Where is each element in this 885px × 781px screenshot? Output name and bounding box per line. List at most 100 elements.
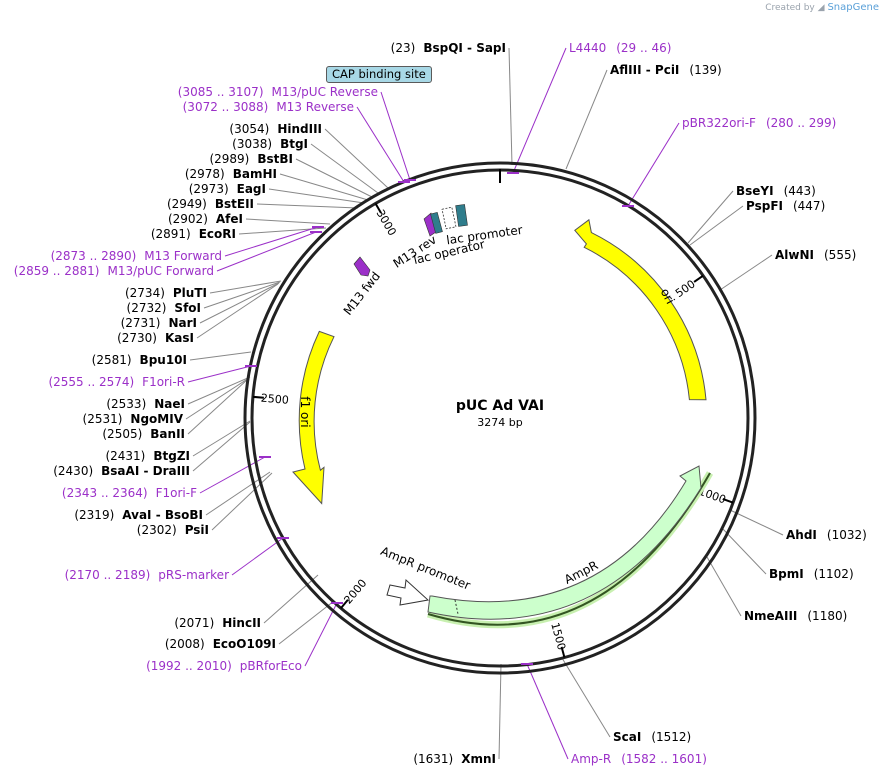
lac-promoter-feature[interactable] — [455, 204, 468, 227]
site-label-left-28: (2071)HincII — [174, 616, 261, 630]
site-label-left-21: (2505)BanII — [102, 427, 185, 441]
site-label-left-30: (1992 .. 2010)pBRforEco — [146, 659, 302, 673]
tick-label-3000: 3000 — [373, 207, 398, 238]
leader-left-0 — [508, 47, 513, 166]
site-position: (447) — [793, 199, 825, 213]
site-name: HindIII — [277, 122, 322, 136]
site-name: NgoMIV — [130, 412, 183, 426]
lac-operator-feature[interactable] — [441, 206, 457, 230]
leader-right-0 — [512, 47, 567, 174]
site-name: BtgZI — [153, 449, 190, 463]
m13-fwd-label: M13 fwd — [341, 269, 383, 318]
site-position: (3085 .. 3107) — [178, 85, 264, 99]
site-position: (2533) — [106, 397, 146, 411]
site-label-right-3: BseYI(443) — [736, 184, 816, 198]
leader-left-28 — [263, 574, 319, 624]
tick-500 — [693, 274, 704, 283]
site-position: (1032) — [827, 528, 867, 542]
snapgene-brand: Created by ◢ SnapGene — [765, 2, 879, 13]
site-label-right-7: BpmI (1102) — [769, 567, 854, 581]
site-label-left-17: (2581) Bpu10I — [92, 353, 187, 367]
site-label-left-14: (2732)SfoI — [127, 301, 201, 315]
site-label-left-27: (2170 .. 2189)pRS-marker — [65, 568, 229, 582]
leader-lines — [185, 47, 784, 760]
cap-binding-site-label[interactable]: CAP binding site — [326, 66, 432, 83]
site-labels: (23)BspQI - SapI(3085 .. 3107)M13/pUC Re… — [14, 41, 867, 766]
site-position: (280 .. 299) — [766, 116, 836, 130]
site-position: (2581) — [92, 353, 132, 367]
ori-feature[interactable] — [574, 218, 707, 401]
site-name: XmnI — [461, 752, 496, 766]
site-position: (2302) — [137, 523, 177, 537]
site-position: (2949) — [167, 197, 207, 211]
site-position: (3054) — [229, 122, 269, 136]
site-label-right-6: AhdI (1032) — [786, 528, 867, 542]
site-label-right-1: AflIII - PciI(139) — [610, 63, 722, 77]
leader-left-1 — [380, 91, 411, 181]
site-position: (2859 .. 2881) — [14, 264, 100, 278]
site-label-left-26: (2302) PsiI — [137, 523, 209, 537]
leader-left-9 — [245, 218, 331, 225]
leader-left-15 — [199, 282, 280, 324]
f1-ori-label: f1 ori — [298, 396, 312, 427]
site-position: (1992 .. 2010) — [146, 659, 232, 673]
site-label-right-4: PspFI(447) — [746, 199, 825, 213]
site-label-right-8: NmeAIII(1180) — [744, 609, 847, 623]
cap-site-feature[interactable] — [430, 211, 443, 234]
site-position: (555) — [824, 248, 856, 262]
leader-left-31 — [498, 663, 502, 760]
site-label-left-6: (2978)BamHI — [185, 167, 277, 181]
leader-left-14 — [203, 281, 281, 309]
site-name: Bpu10I — [140, 353, 187, 367]
site-name: F1ori-F — [156, 486, 197, 500]
site-name: PsiI — [185, 523, 209, 537]
leader-left-19 — [187, 376, 251, 405]
tick-1000 — [722, 497, 734, 504]
site-name: BseYI — [736, 184, 774, 198]
site-name: Amp-R — [571, 752, 611, 766]
site-position: (1631) — [413, 752, 453, 766]
site-name: BpmI — [769, 567, 804, 581]
site-name: BspQI - SapI — [423, 41, 506, 55]
site-name: BsaAI - DraIII — [101, 464, 190, 478]
site-position: (1102) — [814, 567, 854, 581]
site-label-right-9: ScaI(1512) — [613, 730, 691, 744]
leader-left-29 — [278, 600, 335, 645]
site-name: AfeI — [216, 212, 243, 226]
ampr-promoter-feature[interactable] — [386, 578, 430, 606]
site-name: EcoO109I — [213, 637, 276, 651]
site-position: (2731) — [121, 316, 161, 330]
plasmid-name: pUC Ad VAI — [455, 398, 545, 414]
ampr-feature[interactable] — [427, 465, 702, 620]
tick-label-2500: 2500 — [260, 392, 289, 407]
site-name: SfoI — [174, 301, 201, 315]
leader-left-30 — [304, 602, 338, 667]
site-position: (2319) — [74, 508, 114, 522]
site-position: (2978) — [185, 167, 225, 181]
m13-fwd-arrow[interactable] — [353, 256, 371, 277]
site-label-left-9: (2902)AfeI — [168, 212, 243, 226]
site-position: (23) — [391, 41, 416, 55]
site-position: (2170 .. 2189) — [65, 568, 151, 582]
leader-left-12 — [216, 231, 317, 272]
site-name: NarI — [168, 316, 197, 330]
leader-left-8 — [256, 203, 359, 209]
site-label-right-10: Amp-R(1582 .. 1601) — [571, 752, 707, 766]
site-name: EcoRI — [199, 227, 236, 241]
site-position: (2071) — [174, 616, 214, 630]
site-label-left-0: (23) BspQI - SapI — [391, 41, 506, 55]
tick-2000 — [340, 599, 349, 609]
site-label-left-7: (2973)EagI — [189, 182, 266, 196]
leader-left-21 — [187, 378, 249, 435]
f1-ori-feature[interactable] — [292, 330, 335, 505]
site-label-left-25: (2319)AvaI - BsoBI — [74, 508, 203, 522]
site-label-left-23: (2430)BsaAI - DraIII — [53, 464, 190, 478]
site-label-right-0: L4440(29 .. 46) — [569, 41, 671, 55]
site-label-left-5: (2989)BstBI — [209, 152, 293, 166]
site-position: (2873 .. 2890) — [51, 249, 137, 263]
leader-right-10 — [526, 663, 569, 760]
site-name: M13/pUC Forward — [107, 264, 214, 278]
tick-3000 — [374, 203, 382, 214]
site-name: AhdI — [786, 528, 817, 542]
